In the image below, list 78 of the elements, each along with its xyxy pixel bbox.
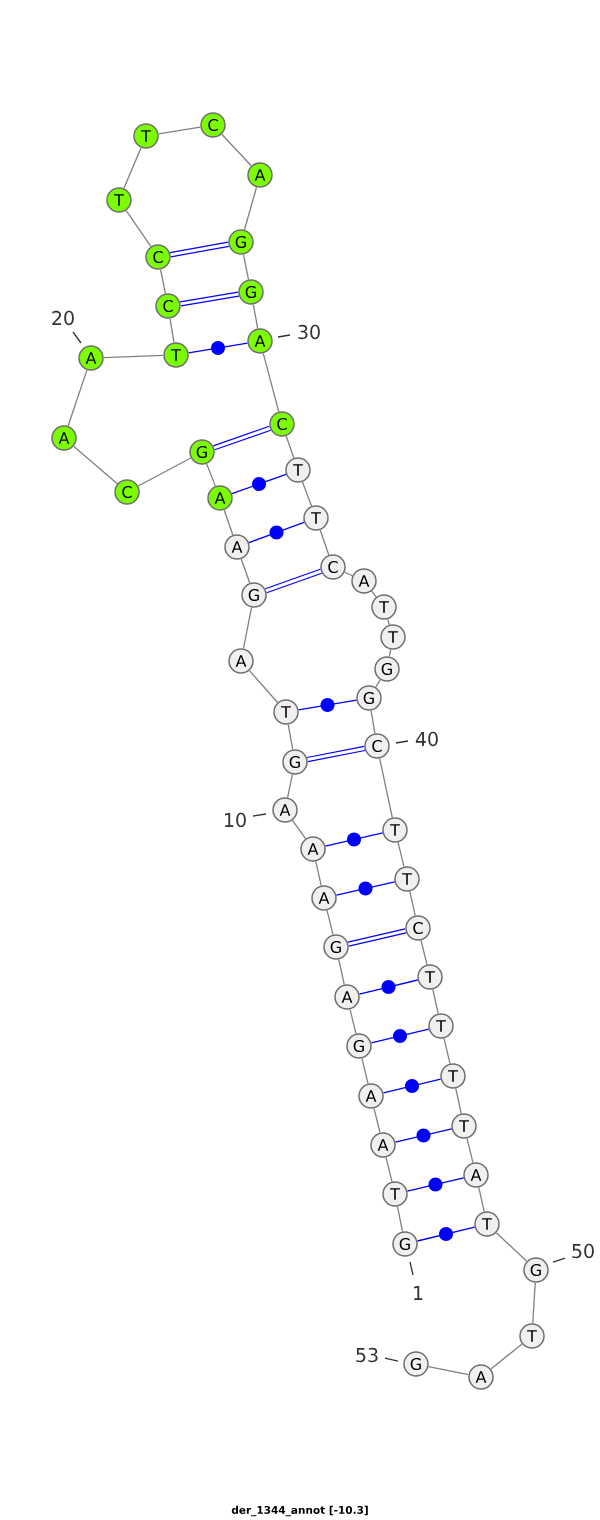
base-pair-line — [231, 473, 287, 495]
backbone-line — [301, 481, 313, 507]
backbone-line — [427, 1365, 470, 1376]
backbone-line — [375, 679, 381, 688]
backbone-line — [243, 186, 258, 231]
backbone-line — [338, 958, 345, 986]
backbone-line — [370, 709, 376, 735]
backbone-line — [285, 435, 295, 459]
position-number: 10 — [225, 812, 246, 828]
caption: der_1344_annot [-10.3] — [231, 1505, 368, 1517]
position-number: 53 — [356, 1347, 378, 1363]
backbone-line — [387, 618, 390, 626]
backbone-line — [326, 909, 334, 936]
position-number: 20 — [52, 310, 74, 326]
backbone-line — [396, 1205, 404, 1233]
backbone-line — [291, 819, 307, 840]
backbone-line — [125, 209, 152, 248]
base-pair-line — [335, 881, 396, 896]
backbone-line — [157, 126, 202, 135]
base-pair-line — [265, 568, 322, 594]
backbone-line — [319, 529, 330, 556]
backbone-line — [379, 757, 393, 819]
backbone-line — [137, 457, 192, 487]
backbone-line — [169, 317, 175, 344]
base-pair-line — [370, 1028, 430, 1044]
base-pair-line — [416, 1226, 476, 1242]
backbone-line — [240, 558, 251, 584]
backbone-line — [371, 590, 377, 598]
position-number: 1 — [414, 1286, 423, 1300]
backbone-line — [420, 939, 428, 966]
backbone-line — [242, 606, 253, 650]
backbone-line — [532, 1282, 536, 1324]
backbone-line — [373, 1107, 381, 1134]
backbone-line — [73, 445, 118, 485]
base-pair-line — [358, 979, 419, 995]
base-pair-line — [213, 425, 271, 451]
position-number: 40 — [415, 731, 438, 747]
backbone-line — [478, 1186, 485, 1213]
base-pair-line — [307, 745, 365, 763]
backbone-line — [242, 253, 250, 281]
position-number: 50 — [572, 1243, 594, 1259]
backbone-line — [432, 988, 439, 1015]
backbone-line — [349, 1008, 357, 1035]
base-pair-line — [170, 241, 229, 258]
backbone-line — [490, 1343, 523, 1370]
backbone-line — [455, 1087, 462, 1115]
backbone-line — [361, 1057, 369, 1085]
backbone-line — [343, 571, 354, 577]
base-pair-line — [248, 521, 305, 544]
base-pair-line — [324, 832, 384, 847]
backbone-line — [466, 1137, 474, 1164]
base-pair-line — [187, 341, 249, 355]
backbone-line — [223, 509, 234, 536]
backbone-line — [495, 1232, 528, 1262]
base-pair-line — [297, 698, 358, 712]
backbone-line — [248, 669, 279, 704]
backbone-line — [286, 773, 294, 799]
position-number: 30 — [298, 324, 320, 340]
backbone-line — [103, 354, 164, 359]
backbone-line — [397, 841, 405, 868]
backbone-line — [221, 133, 252, 167]
backbone-line — [123, 147, 142, 189]
base-pair-line — [394, 1128, 453, 1143]
base-pair-line — [180, 291, 239, 307]
backbone-line — [443, 1037, 451, 1065]
base-pair-line — [347, 928, 407, 947]
backbone-line — [385, 1156, 393, 1183]
backbone-line — [206, 463, 216, 487]
base-pair-line — [406, 1177, 465, 1192]
backbone-line — [262, 352, 280, 413]
backbone-line — [388, 648, 392, 658]
base-pair-line — [382, 1078, 442, 1094]
backbone-line — [409, 890, 416, 917]
backbone-line — [315, 860, 322, 887]
backbone-line — [252, 303, 259, 330]
backbone-line — [67, 369, 88, 427]
backbone-line — [159, 268, 167, 295]
backbone-line — [287, 723, 294, 751]
